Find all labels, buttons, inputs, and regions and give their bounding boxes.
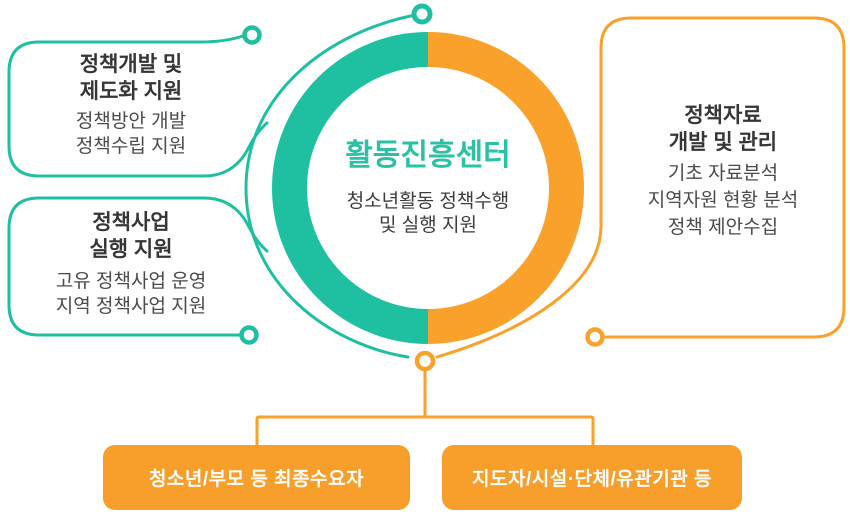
connector-fork [255,415,595,448]
teal-bracket-arc [244,12,423,359]
bottom-box-end-users-label: 청소년/부모 등 최종수요자 [148,469,365,490]
center-subtitle-line2: 및 실행 지원 [379,215,477,236]
terminator-circle-right-bottom [585,327,605,347]
left-box-2-body: 고유 정책사업 운영 지역 정책사업 지원 [11,269,251,319]
center-subtitle: 청소년활동 정책수행 및 실행 지원 [308,190,548,238]
right-box-title: 정책자료 개발 및 관리 [602,102,844,156]
left-box-1-title-line1: 정책개발 및 [79,53,183,76]
terminator-circle-top-center [411,3,433,25]
bottom-box-organizations: 지도자/시설·단체/유관기관 등 [442,445,742,510]
center-title: 활동진흥센터 [345,139,511,172]
terminator-circle-top-left [242,25,262,45]
left-box-2-title: 정책사업 실행 지원 [11,209,251,263]
left-box-2-title-line2: 실행 지원 [89,238,173,261]
left-box-1-body: 정책방안 개발 정책수립 지원 [11,109,251,159]
left-box-2-body-line2: 지역 정책사업 지원 [55,296,207,317]
terminator-circle-bottom-left [239,325,259,345]
ring-right-half [427,32,584,344]
left-box-1-body-line1: 정책방안 개발 [75,111,187,132]
ring-left-half [272,32,429,344]
right-box-body: 기초 자료분석 지역자원 현황 분석 정책 제안수집 [602,160,844,241]
right-box-outline [435,16,846,359]
left-box-2-body-line1: 고유 정책사업 운영 [55,271,207,292]
terminator-circle-bottom-center [414,350,436,372]
left-box-1-title: 정책개발 및 제도화 지원 [11,51,251,105]
right-box-body-line1: 기초 자료분석 [667,163,779,184]
left-box-2-title-line1: 정책사업 [92,211,170,234]
right-box-body-line2: 지역자원 현황 분석 [647,190,799,211]
bottom-box-end-users: 청소년/부모 등 최종수요자 [103,445,410,510]
right-box-title-line2: 개발 및 관리 [668,131,778,154]
left-box-1-body-line2: 정책수립 지원 [75,136,187,157]
bottom-box-organizations-label: 지도자/시설·단체/유관기관 등 [472,469,712,490]
right-box-body-line3: 정책 제안수집 [667,217,779,238]
right-box-title-line1: 정책자료 [684,104,762,127]
left-box-2-outline [7,196,269,337]
left-box-1-title-line2: 제도화 지원 [79,80,183,103]
center-subtitle-line1: 청소년활동 정책수행 [346,191,510,212]
left-box-1-outline [7,34,269,178]
